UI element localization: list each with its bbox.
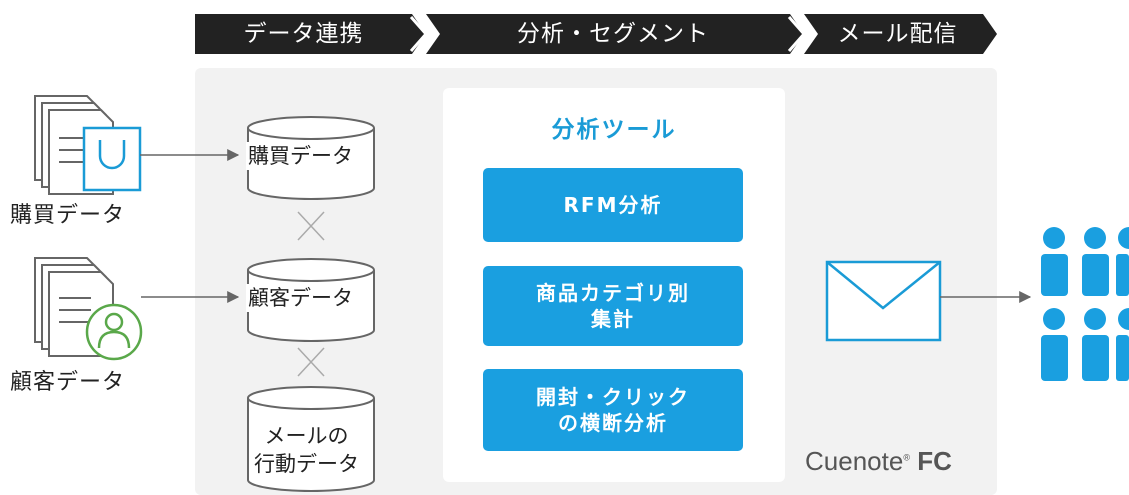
database-label-purchase: 購買データ [246,142,355,171]
source-label-purchase: 購買データ [10,203,126,228]
analysis-tool-title: 分析ツール [551,117,677,143]
rfm-analysis-button: RFM分析 [483,168,743,242]
recipient-person-icon [1041,227,1068,296]
chevron-separator-1 [409,16,429,52]
recipients-group-icon [1041,227,1129,381]
cross-open-click-analysis-button: 開封・クリック の横断分析 [483,369,743,451]
recipient-person-icon [1041,308,1068,381]
source-label-customer: 顧客データ [10,370,126,395]
category-aggregation-button: 商品カテゴリ別 集計 [483,266,743,346]
mail-envelope-icon [825,260,942,342]
recipient-person-icon [1082,227,1109,296]
brand-logo: Cuenote® FC [805,446,952,476]
step-bar [195,14,997,54]
step-label-mail-delivery: メール配信 [837,21,958,47]
step-chevron-3 [804,14,997,54]
cross-mark-2 [297,347,325,377]
step-chevron-1 [195,14,426,54]
database-label-mail-behavior: メールの 行動データ [252,422,361,479]
step-label-analysis-segment: 分析・セグメント [517,21,709,47]
brand-mark: FC [917,446,952,476]
step-chevron-2 [426,14,804,54]
chevron-separator-2 [787,16,807,52]
shopping-bag-icon [82,126,142,192]
recipient-person-icon [1116,308,1129,381]
person-icon [85,303,143,361]
recipient-person-icon [1082,308,1109,381]
cross-mark-1 [297,211,325,241]
database-label-customer: 顧客データ [246,284,355,313]
step-label-data-integration: データ連携 [243,21,364,47]
recipient-person-icon [1116,227,1129,296]
brand-name: Cuenote [805,446,904,476]
